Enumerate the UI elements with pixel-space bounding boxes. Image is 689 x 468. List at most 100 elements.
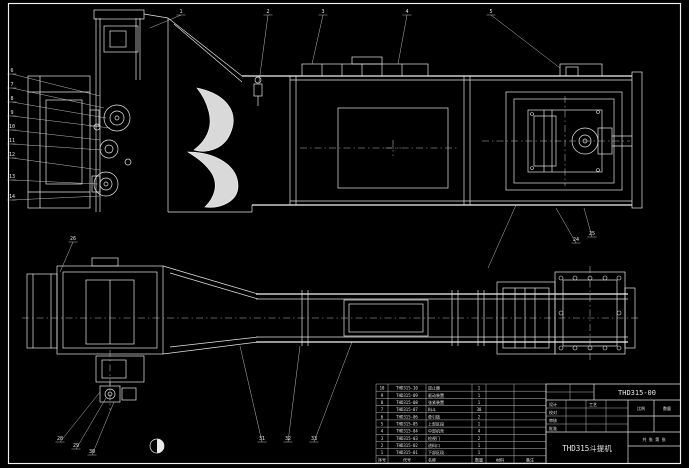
callout-leader	[398, 15, 407, 64]
callout-leader	[60, 392, 100, 442]
callout-label: 8	[10, 96, 13, 102]
callout-label: 28	[57, 436, 63, 442]
bom-cell: 下部区段	[428, 449, 444, 455]
bom-cell: 逆止器	[428, 385, 440, 391]
callout-label: 7	[10, 82, 13, 88]
callout-label: 9	[10, 110, 13, 116]
callout-label: 29	[73, 443, 79, 449]
bom-cell: 8	[381, 400, 384, 405]
callout-label: 3	[321, 9, 324, 15]
label-quantity: 数量	[663, 405, 671, 411]
callout-leader	[60, 242, 73, 272]
title-block: THD315-00 THD315斗提机 设计 校对 审核 批准 工艺 比例 数量…	[546, 384, 681, 463]
callout-leader	[12, 144, 102, 150]
callout-label: 31	[259, 436, 265, 442]
callout-leader	[314, 342, 352, 442]
bom-cell: 1	[478, 443, 481, 448]
label-process: 工艺	[589, 402, 597, 407]
bom-header-cell: 代号	[403, 456, 411, 462]
product-name: THD315斗提机	[562, 443, 612, 453]
bom-cell: 38	[477, 407, 482, 412]
bom-cell: THD315-08	[396, 400, 418, 405]
callout-leader	[12, 158, 100, 170]
bom-cell: 10	[380, 386, 385, 391]
callout-leader	[12, 74, 100, 96]
callout-leader	[12, 116, 110, 128]
callout-label: 26	[70, 236, 76, 242]
bom-cell: THD315-10	[396, 386, 418, 391]
callout-leader	[259, 15, 268, 82]
bom-header-cell: 材料	[496, 456, 504, 462]
drive-footprint	[497, 266, 635, 360]
callout-label: 32	[285, 436, 291, 442]
bom-cell: 1	[478, 386, 481, 391]
bom-cell: 1	[478, 400, 481, 405]
bom-cell: 张紧装置	[428, 399, 444, 405]
motor-detail	[96, 350, 144, 410]
label-check: 校对	[549, 409, 557, 415]
bom-cell: THD315-05	[396, 422, 418, 427]
bom-cell: 1	[478, 450, 481, 455]
callout-label: 13	[9, 174, 15, 180]
section-line	[488, 205, 516, 268]
bom-cell: 2	[381, 443, 384, 448]
callout-label: 1	[179, 9, 182, 15]
bom-cell: 牵引链	[428, 413, 440, 419]
projection-symbol	[150, 439, 164, 453]
bom-cell: 1	[381, 450, 384, 455]
callout-leader	[12, 130, 100, 140]
callout-leader	[491, 15, 560, 68]
bom-cell: 3	[381, 436, 384, 441]
bom-cell: 9	[381, 393, 384, 398]
plan-view	[22, 258, 638, 410]
bom-cell: 2	[478, 436, 481, 441]
callout-label: 5	[489, 9, 492, 15]
bom-cell: 2	[478, 414, 481, 419]
callout-leader	[312, 15, 323, 64]
elevation-view	[28, 10, 642, 268]
callout-leader	[240, 346, 262, 442]
bom-cell: 上部区段	[428, 421, 444, 427]
callout-label: 4	[405, 9, 408, 15]
callout-label: 10	[9, 124, 15, 130]
callout-label: 6	[10, 68, 13, 74]
bom-cell: 检视门	[428, 435, 440, 441]
callout-label: 30	[89, 449, 95, 455]
bom-cell: 1	[478, 393, 481, 398]
bom-cell: THD315-06	[396, 414, 418, 419]
bom-cell: 6	[381, 414, 384, 419]
bom-cell: THD315-09	[396, 393, 418, 398]
drive-section	[482, 64, 642, 208]
label-audit: 审核	[549, 417, 557, 423]
callout-label: 2	[266, 9, 269, 15]
bom-cell: THD315-01	[396, 450, 418, 455]
bom-cell: 驱动装置	[428, 392, 444, 398]
drawing-number: THD315-00	[618, 389, 656, 397]
callout-leader	[288, 346, 300, 442]
conveyor-trough	[22, 290, 638, 346]
bom-cell: THD315-02	[396, 443, 418, 448]
callout-label: 14	[9, 194, 15, 200]
bom-cell: THD315-04	[396, 429, 418, 434]
bom-cell: THD315-07	[396, 407, 418, 412]
callout-label: 11	[9, 138, 15, 144]
callout-leader	[92, 402, 114, 455]
bom-cell: 5	[381, 422, 384, 427]
sheet-border	[9, 4, 681, 464]
label-approve: 批准	[549, 425, 557, 431]
bom-cell: 4	[381, 429, 384, 434]
bom-header-cell: 名称	[428, 456, 436, 462]
bom-cell: 7	[381, 407, 384, 412]
callout-label: 25	[589, 231, 595, 237]
callout-leader	[12, 196, 100, 200]
bom-cell: 料斗	[428, 406, 436, 412]
discharge-funnel	[168, 18, 262, 212]
bom-cell: THD315-03	[396, 436, 418, 441]
bom-cell: 进料口	[428, 442, 440, 448]
bom-cell: 中部机壳	[428, 428, 444, 434]
callout-leader	[12, 180, 98, 184]
callout-leader	[76, 398, 106, 449]
label-scale: 比例	[637, 405, 645, 411]
bom-cell: 1	[478, 422, 481, 427]
label-design: 设计	[549, 401, 557, 407]
